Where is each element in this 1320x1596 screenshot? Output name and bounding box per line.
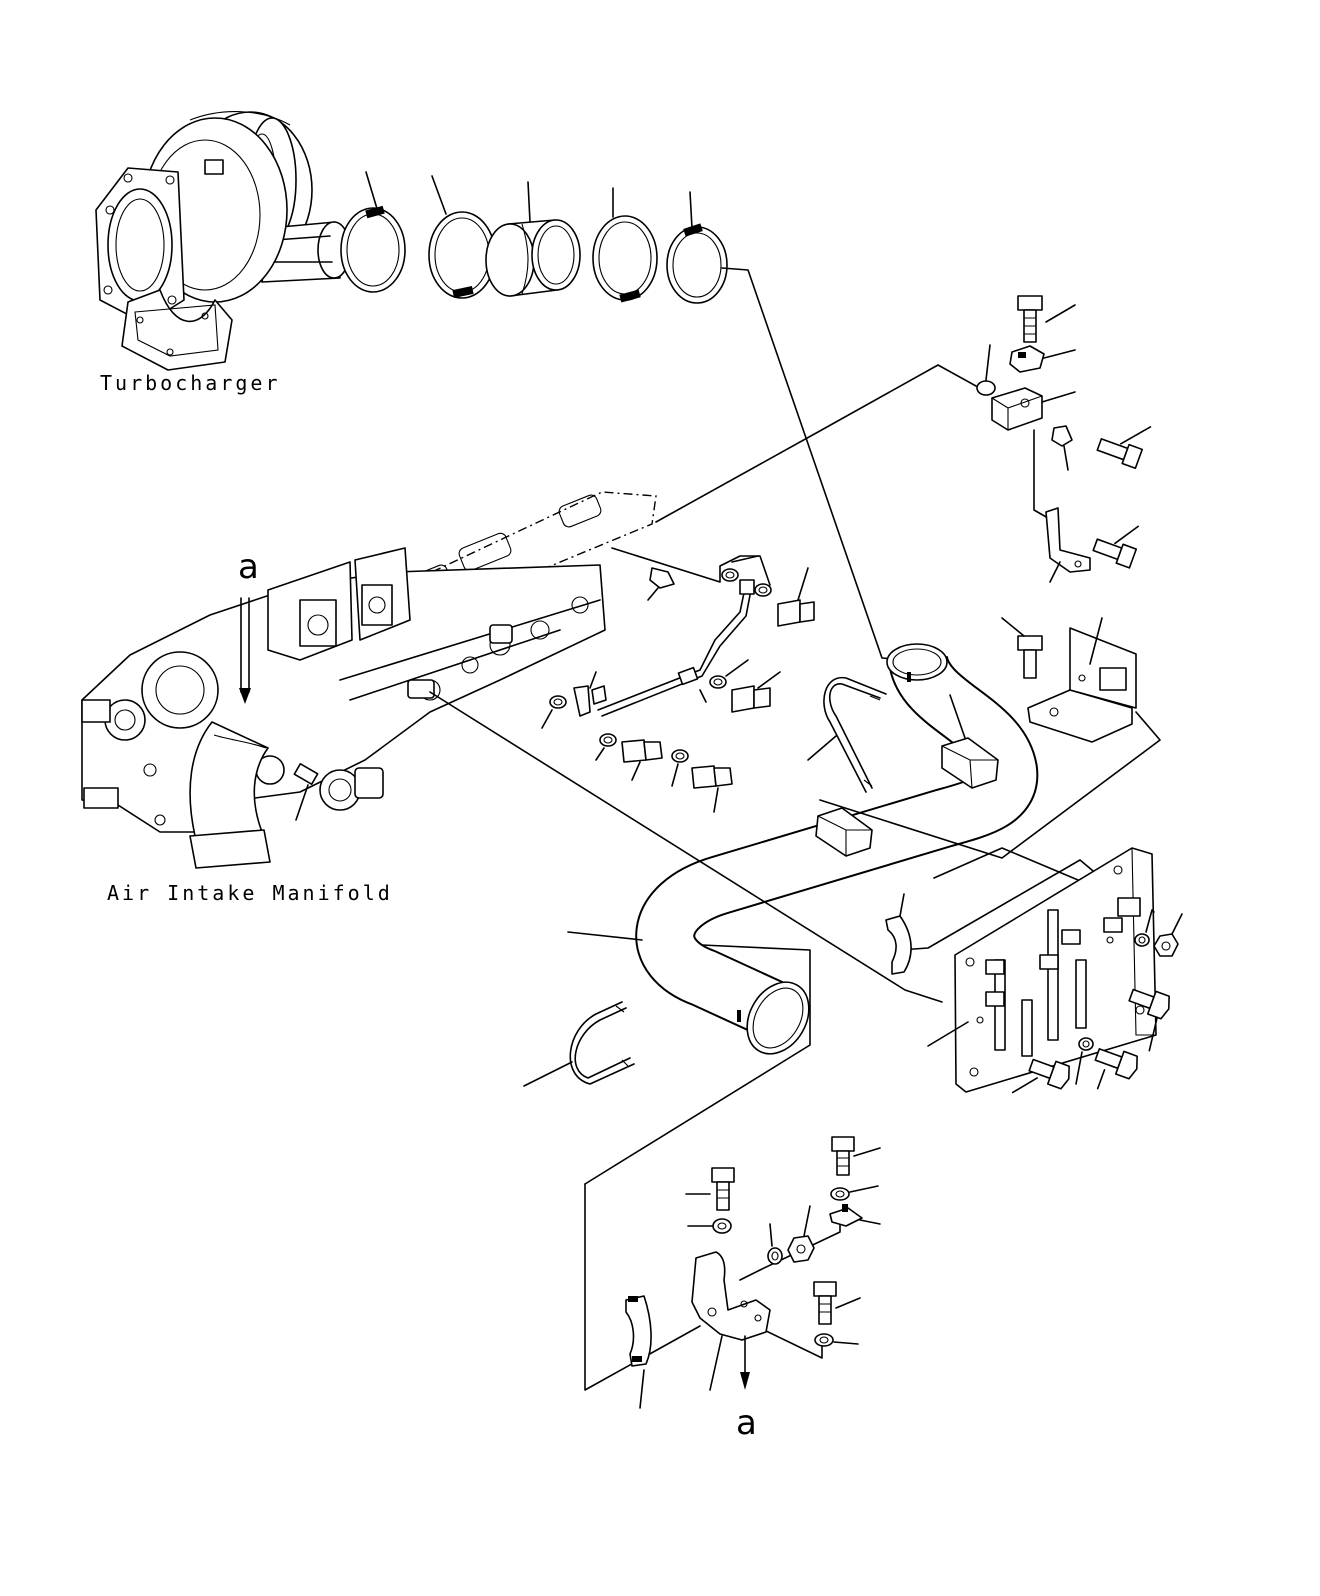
reference-arrow-a: [740, 1335, 750, 1390]
mounting-plate: [927, 847, 1157, 1093]
washer-mid-6: [671, 749, 689, 787]
lower-bolt-2: [831, 1136, 881, 1176]
turbocharger: [95, 110, 351, 371]
hose-clamp-1: [340, 171, 406, 293]
grouping-line-top: [611, 364, 977, 586]
intake-elbow: [189, 721, 271, 869]
bolt-mid-1: [777, 567, 815, 627]
bracket-bolt: [1092, 525, 1139, 569]
pipe-clamp-half: [885, 893, 912, 975]
washer-mid-2: [754, 583, 772, 597]
plate-bolt-1: [1128, 988, 1170, 1052]
lower-pipe-clamp: [625, 1295, 652, 1409]
hose-clamp-2: [428, 175, 496, 299]
pipe-support-bracket: [691, 1251, 771, 1391]
sensor-plate-bracket: [1027, 617, 1137, 743]
lower-clip-plate: [829, 1204, 881, 1227]
plate-bolt-3: [1011, 1058, 1070, 1094]
reference-rod-a: [239, 597, 251, 704]
bolt-mid-2: [731, 671, 781, 713]
lower-washer-2: [830, 1185, 879, 1201]
sensor-o-ring: [976, 344, 996, 396]
sensor-support-bracket: [1045, 507, 1091, 583]
connection-line-engine-to-plate: [429, 691, 943, 1003]
air-intake-manifold-label: Air Intake Manifold: [107, 881, 393, 905]
u-bolt-lower: [523, 1001, 635, 1087]
sensor-plate-bolt: [1001, 617, 1043, 679]
washer-mid-4: [541, 695, 567, 729]
sensor-link-line: [1033, 429, 1049, 519]
bolt-mid-3: [621, 739, 663, 781]
clip-mid: [573, 671, 707, 717]
washer-mid-5: [595, 733, 617, 761]
plate-nut-1: [1153, 913, 1183, 957]
sensor-bolt-side: [1096, 426, 1152, 470]
grouping-line-pipe-end: [584, 944, 811, 1185]
hose-clamp-4: [666, 191, 728, 304]
hose-clamp-3: [592, 187, 658, 303]
washer-mid-1: [721, 568, 739, 582]
lower-washer-1: [687, 1218, 732, 1234]
engine-block: [81, 491, 657, 833]
lower-bolt-1: [685, 1167, 735, 1211]
sensor-mount-block: [991, 387, 1076, 431]
plate-washer-2: [1075, 1037, 1094, 1085]
connector-sleeve: [485, 181, 581, 297]
reference-a-top: a: [238, 547, 259, 587]
washer-mid-3: [709, 659, 749, 689]
lower-bolt-3: [813, 1281, 861, 1325]
bolt-mid-4: [691, 765, 733, 813]
pipe-strap-block-1: [941, 694, 999, 789]
air-intake-pipe: [567, 643, 1039, 1055]
turbocharger-label: Turbocharger: [100, 371, 281, 395]
lower-washer-4: [814, 1333, 859, 1347]
plate-bolt-2: [1094, 1048, 1138, 1090]
reference-a-bottom: a: [736, 1403, 757, 1443]
intake-sensor: [293, 763, 319, 821]
connection-line-pipe-to-plate: [819, 711, 1161, 859]
plate-washer-1: [1134, 909, 1153, 947]
sensor-bolt-top: [1017, 295, 1076, 343]
lower-nut: [787, 1205, 815, 1263]
pipe-strap-block-2: [815, 807, 873, 857]
lower-washer-3: [767, 1223, 783, 1265]
u-bolt-upper: [807, 677, 887, 793]
sensor-tube: [597, 555, 759, 717]
temperature-sensor: [647, 567, 675, 601]
sensor-fitting: [1051, 425, 1073, 471]
sensor-connector: [1009, 345, 1076, 373]
